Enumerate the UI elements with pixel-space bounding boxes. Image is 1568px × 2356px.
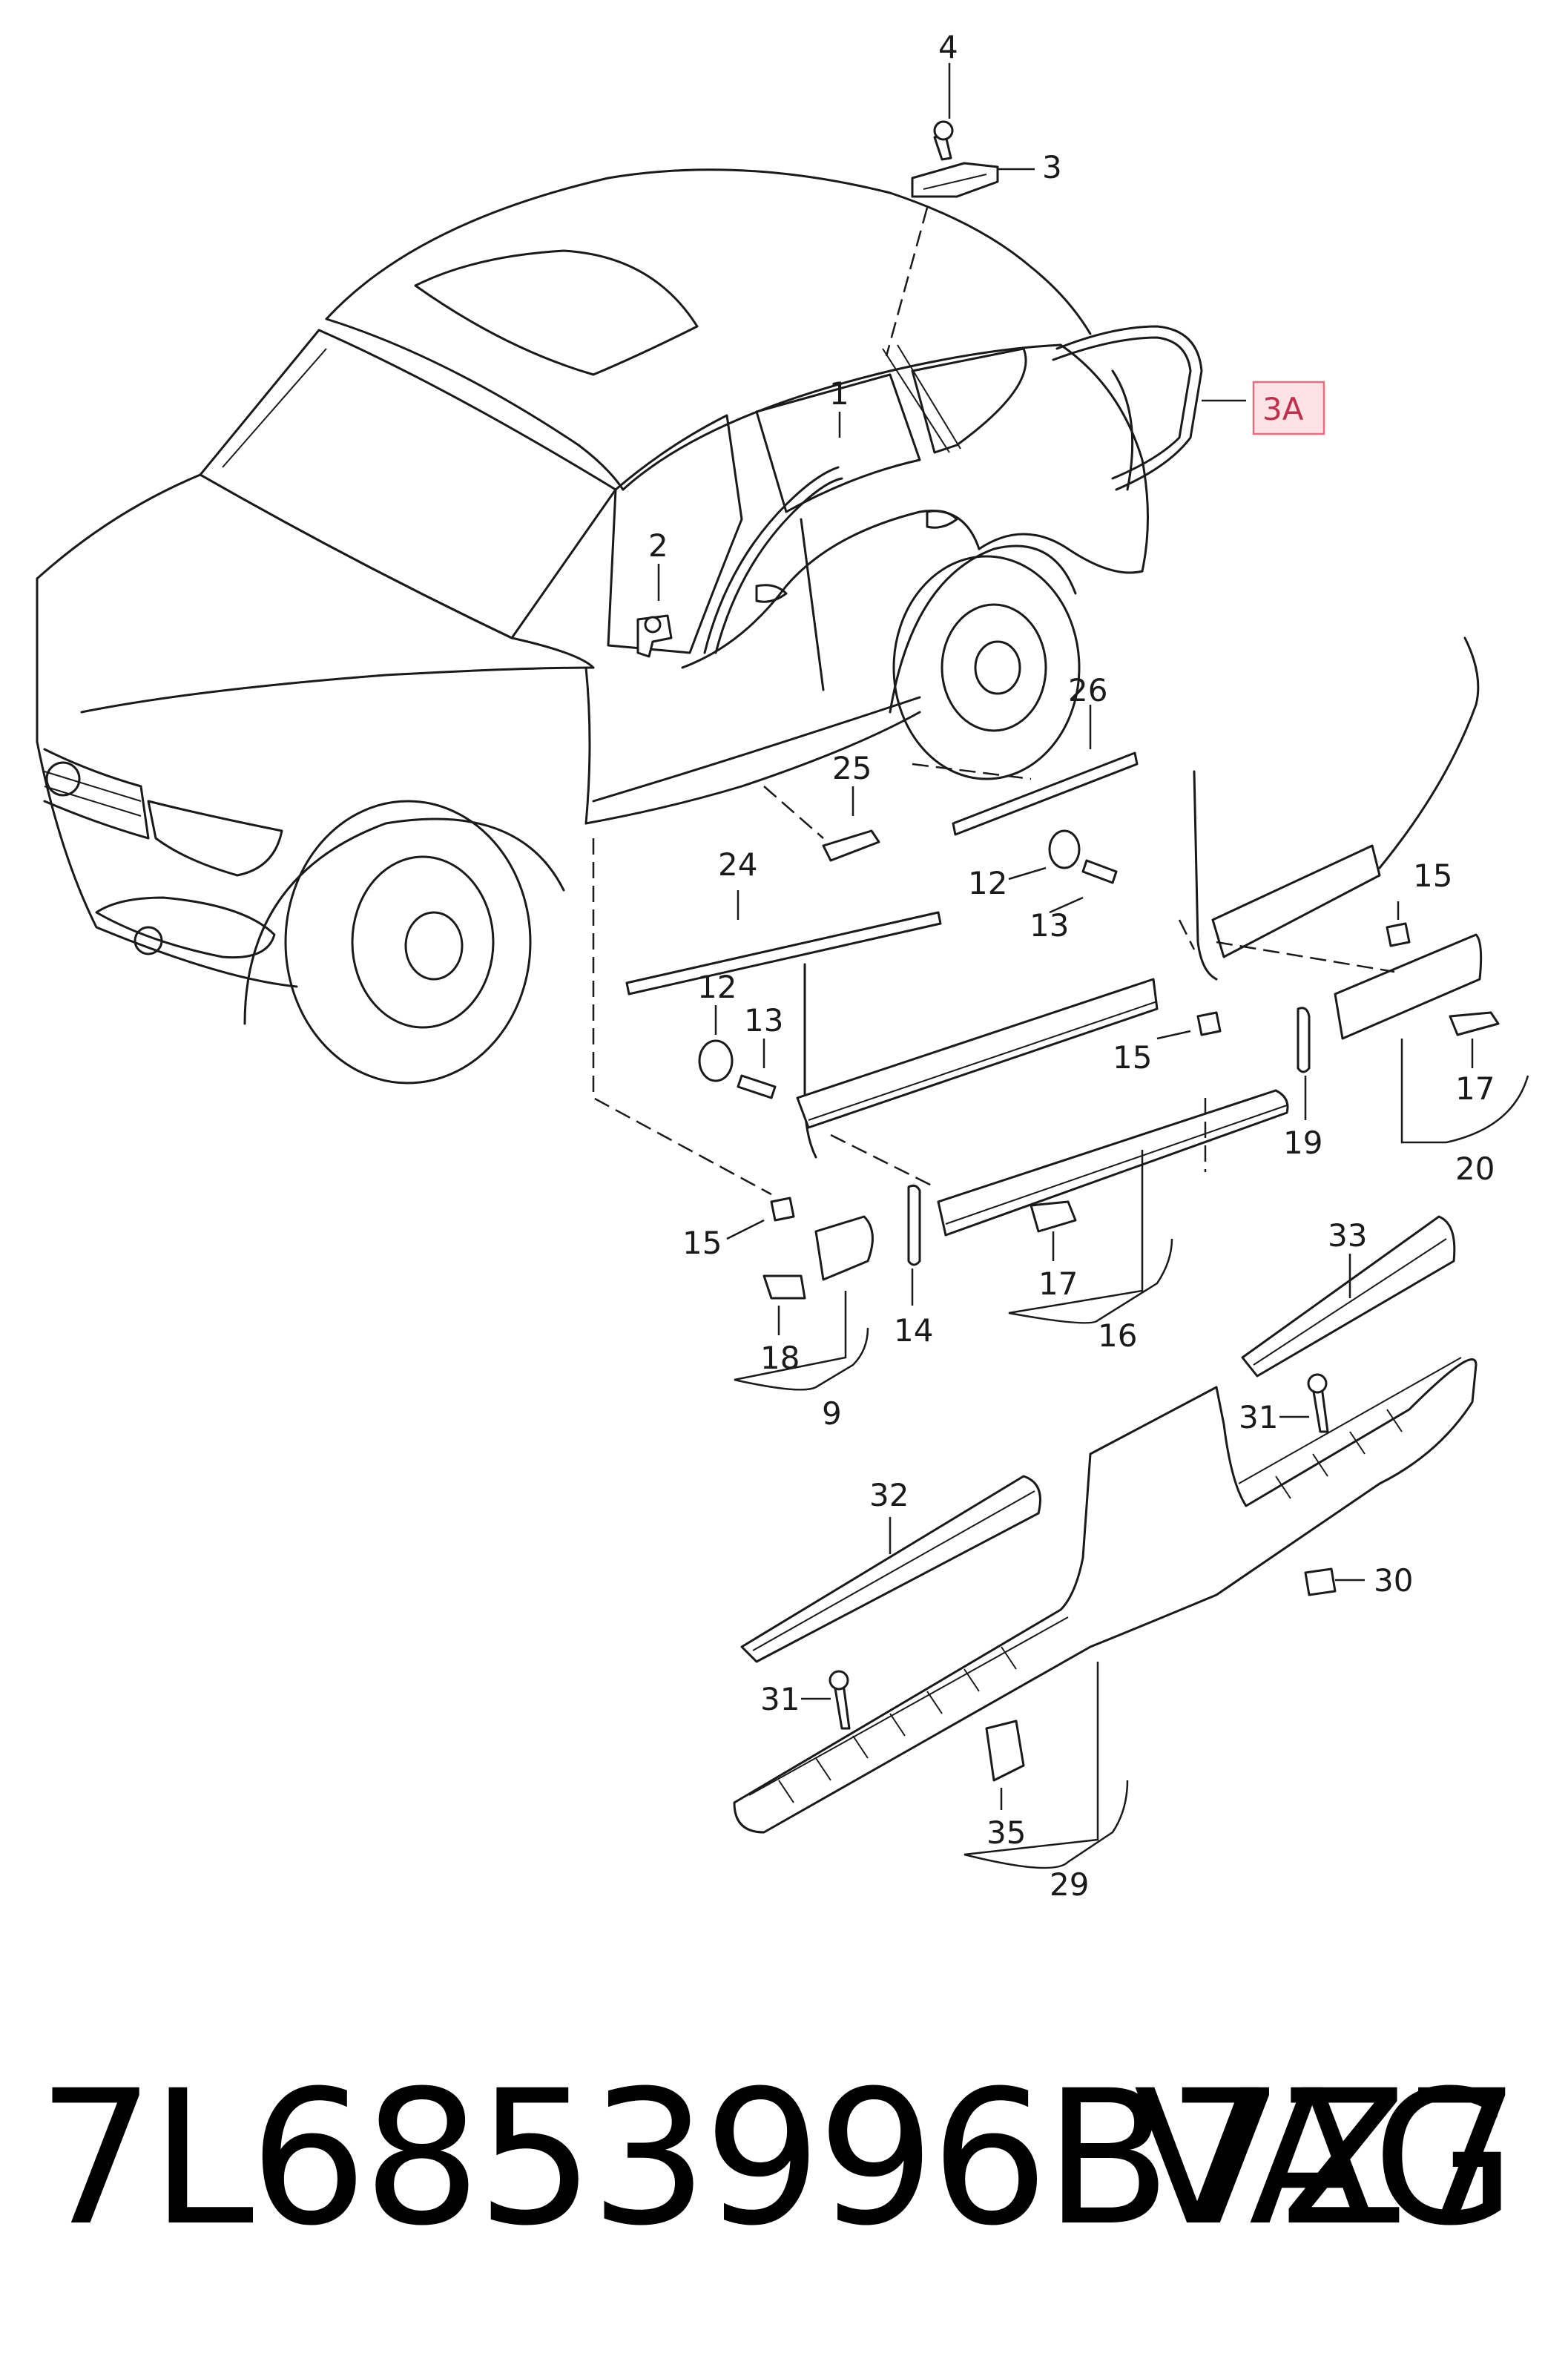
brand-label: VAG [1133, 2050, 1516, 2266]
door-clip [636, 614, 673, 658]
vehicle-outline [36, 168, 1203, 1085]
callout-3: 3 [1042, 149, 1062, 185]
callout-13a: 13 [1030, 907, 1069, 944]
callout-33: 33 [1328, 1217, 1367, 1254]
callout-17a: 17 [1455, 1070, 1495, 1107]
callout-26: 26 [1068, 672, 1107, 708]
callout-1: 1 [829, 375, 849, 412]
door-strips [625, 751, 1139, 996]
callout-15b: 15 [1113, 1039, 1152, 1076]
callout-12a: 12 [968, 865, 1007, 901]
callout-31a: 31 [1239, 1399, 1278, 1435]
skirt-grid [778, 1409, 1403, 1803]
roof-bracket [911, 120, 999, 198]
callout-29: 29 [1050, 1866, 1089, 1903]
callout-18: 18 [760, 1340, 800, 1376]
parts-diagram: 4 3 3A 1 2 26 25 24 12 13 15 12 13 15 17… [36, 29, 1529, 1903]
callout-9: 9 [822, 1395, 842, 1432]
callout-4: 4 [938, 29, 958, 65]
callout-30: 30 [1374, 1562, 1413, 1599]
callout-31b: 31 [760, 1681, 800, 1717]
callouts: 4 3 3A 1 2 26 25 24 12 13 15 12 13 15 17… [648, 29, 1495, 1903]
callout-15a: 15 [1413, 858, 1452, 894]
callout-35: 35 [986, 1814, 1026, 1851]
leader-lines [657, 63, 1529, 1869]
callout-19: 19 [1283, 1125, 1322, 1161]
callout-14: 14 [894, 1312, 933, 1349]
callout-24: 24 [718, 846, 757, 883]
assembly-lines [592, 207, 1395, 1196]
part-number: 7L6853996B7Z7 [37, 2050, 1521, 2266]
callout-20: 20 [1455, 1151, 1495, 1187]
callout-15c: 15 [682, 1225, 722, 1261]
sill-plates [733, 1215, 1478, 1834]
callout-3a: 3A [1262, 391, 1304, 427]
callout-3a-box [1252, 381, 1325, 435]
callout-17b: 17 [1038, 1266, 1078, 1302]
callout-2: 2 [648, 527, 668, 564]
callout-32: 32 [869, 1477, 909, 1513]
callout-16: 16 [1098, 1317, 1137, 1354]
callout-13b: 13 [744, 1002, 783, 1039]
door-moldings [796, 636, 1483, 1281]
callout-25: 25 [832, 750, 872, 786]
fasteners [698, 829, 1500, 1300]
callout-12b: 12 [697, 969, 737, 1005]
